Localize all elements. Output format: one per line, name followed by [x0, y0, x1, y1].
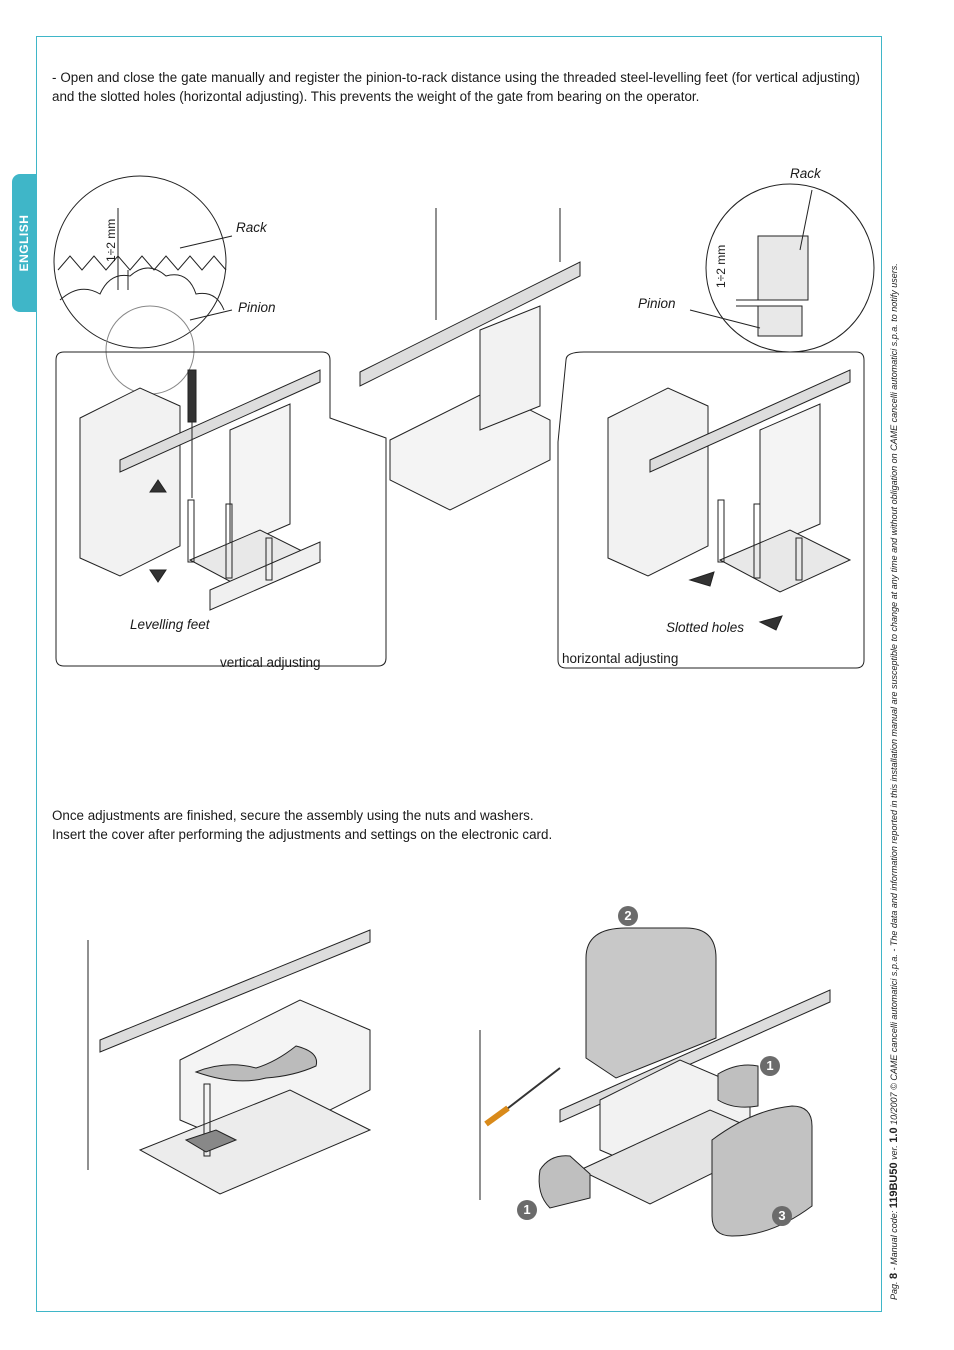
cover-installation-drawing [479, 927, 831, 1237]
footer-manual-code-prefix: - Manual code: [889, 1210, 899, 1271]
instruction-adjustment: - Open and close the gate manually and r… [52, 70, 860, 104]
footer-page-number: 8 [888, 1272, 900, 1279]
bolt-tightening-drawing [87, 929, 372, 1195]
caption-horizontal-adjusting: horizontal adjusting [562, 651, 679, 666]
instruction-secure-line: Once adjustments are finished, secure th… [52, 808, 534, 823]
page-frame [36, 36, 882, 1312]
horizontal-adjust-panel [557, 351, 865, 669]
label-slotted-holes: Slotted holes [666, 620, 745, 635]
footer-copyright: © CAME cancelli automatici s.p.a. - The … [889, 263, 899, 1090]
instruction-secure-cover: Once adjustments are finished, secure th… [52, 806, 860, 844]
label-rack-right: Rack [790, 166, 821, 181]
rack-pinion-detail-left [53, 175, 233, 395]
rack-pinion-detail-right [689, 183, 875, 353]
operator-right-drawing [607, 369, 852, 631]
vertical-adjust-panel [55, 351, 387, 667]
label-pinion-left: Pinion [238, 300, 276, 315]
step-marker-1b: 1 [517, 1200, 537, 1220]
footer-version: 1.0 [888, 1127, 900, 1143]
operator-center-drawing [359, 208, 581, 511]
language-tab: ENGLISH [12, 174, 36, 312]
footer-manual-code: 119BU50 [888, 1162, 900, 1209]
step-marker-3: 3 [772, 1206, 792, 1226]
label-gap-right: 1÷2 mm [714, 244, 728, 288]
label-levelling-feet: Levelling feet [130, 617, 210, 632]
step-marker-2: 2 [618, 906, 638, 926]
operator-left-drawing [79, 369, 322, 611]
instruction-cover-line: Insert the cover after performing the ad… [52, 827, 553, 842]
label-gap-left: 1÷2 mm [104, 218, 118, 262]
step-marker-1a: 1 [760, 1056, 780, 1076]
label-rack-left: Rack [236, 220, 267, 235]
label-pinion-right: Pinion [638, 296, 676, 311]
footer-page-prefix: Pag. [889, 1281, 899, 1300]
footer-vertical-note: Pag. 8 - Manual code: 119BU50 ver. 1.0 1… [888, 260, 900, 1300]
footer-date: 10/2007 [889, 1092, 899, 1125]
caption-vertical-adjusting: vertical adjusting [220, 655, 321, 670]
footer-version-prefix: ver. [889, 1145, 899, 1160]
